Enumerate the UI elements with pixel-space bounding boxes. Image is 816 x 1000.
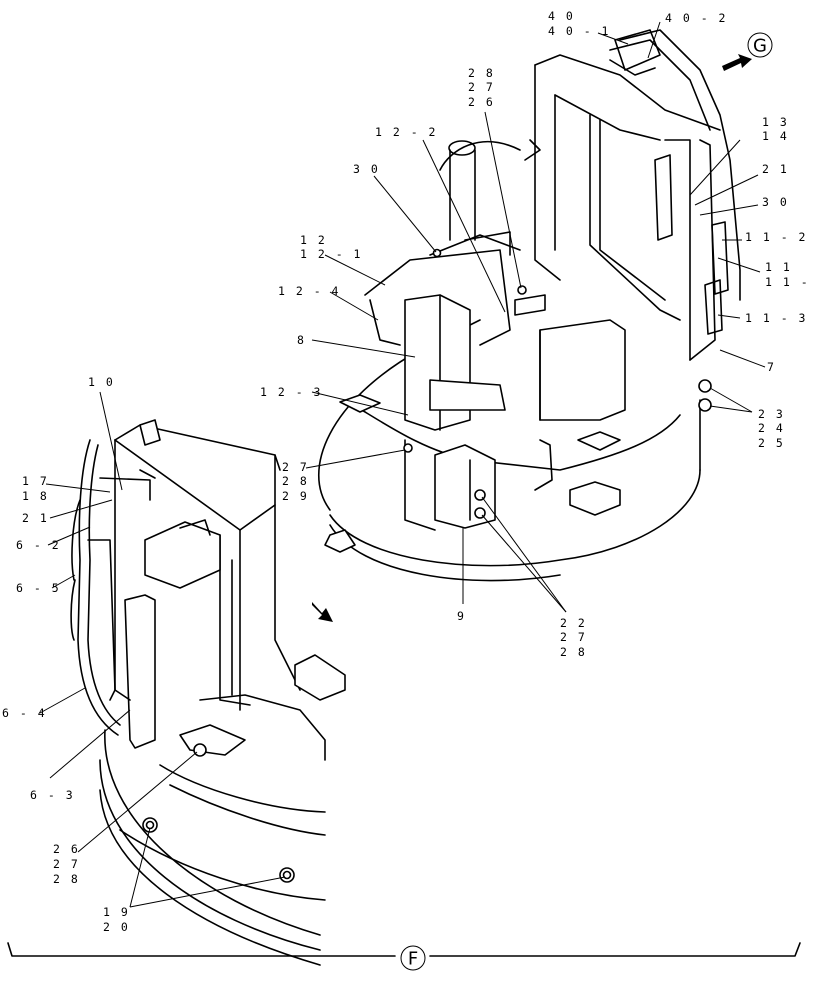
label-21-left: 2 1 — [22, 511, 49, 525]
label-14: 1 4 — [762, 129, 789, 143]
label-30-right: 3 0 — [762, 195, 789, 209]
label-11: 1 1 — [765, 260, 792, 274]
label-40-1: 4 0 - 1 — [548, 24, 610, 38]
label-18: 1 8 — [22, 489, 49, 503]
view-f-marker: F — [400, 945, 426, 971]
label-40-2: 4 0 - 2 — [665, 11, 727, 25]
label-12-3: 1 2 - 3 — [260, 385, 322, 399]
label-27: 2 7 — [468, 80, 495, 94]
label-25: 2 5 — [758, 436, 785, 450]
label-26: 2 6 — [468, 95, 495, 109]
label-28-mid: 2 8 — [282, 474, 309, 488]
label-20: 2 0 — [103, 920, 130, 934]
label-9: 9 — [457, 609, 466, 623]
upper-right-assembly — [317, 29, 741, 582]
label-12-2: 1 2 - 2 — [375, 125, 437, 139]
label-27-low: 2 7 — [560, 630, 587, 644]
label-21: 2 1 — [762, 162, 789, 176]
label-28: 2 8 — [468, 66, 495, 80]
label-29: 2 9 — [282, 489, 309, 503]
label-23: 2 3 — [758, 407, 785, 421]
label-40: 4 0 — [548, 9, 575, 23]
label-12: 1 2 — [300, 233, 327, 247]
label-28-left: 2 8 — [53, 872, 80, 886]
view-g-marker: G — [747, 32, 773, 58]
view-f-arrow — [312, 602, 333, 622]
label-8: 8 — [297, 333, 306, 347]
label-24: 2 4 — [758, 421, 785, 435]
label-6-2: 6 - 2 — [16, 538, 61, 552]
label-12-4: 1 2 - 4 — [278, 284, 340, 298]
view-g-arrow — [722, 54, 752, 71]
label-30: 3 0 — [353, 162, 380, 176]
label-27-mid: 2 7 — [282, 460, 309, 474]
label-27-left: 2 7 — [53, 857, 80, 871]
label-6-4: 6 - 4 — [2, 706, 47, 720]
view-f-bracket — [7, 942, 801, 957]
label-11-3: 1 1 - 3 — [745, 311, 807, 325]
label-12-1: 1 2 - 1 — [300, 247, 362, 261]
label-19: 1 9 — [103, 905, 130, 919]
label-17: 1 7 — [22, 474, 49, 488]
label-11-1: 1 1 - 1 — [765, 275, 816, 289]
label-6-5: 6 - 5 — [16, 581, 61, 595]
view-f-label: F — [408, 949, 418, 970]
label-26-left: 2 6 — [53, 842, 80, 856]
view-g-label: G — [753, 36, 767, 57]
label-7: 7 — [767, 360, 776, 374]
label-11-2: 1 1 - 2 — [745, 230, 807, 244]
leader-lines — [39, 21, 766, 908]
label-28-low: 2 8 — [560, 645, 587, 659]
label-10: 1 0 — [88, 375, 115, 389]
lower-left-assembly — [70, 419, 346, 966]
label-13: 1 3 — [762, 115, 789, 129]
label-6-3: 6 - 3 — [30, 788, 75, 802]
label-22: 2 2 — [560, 616, 587, 630]
part-labels: 4 0 4 0 - 1 4 0 - 2 2 8 2 7 2 6 1 2 - 2 … — [2, 9, 816, 934]
